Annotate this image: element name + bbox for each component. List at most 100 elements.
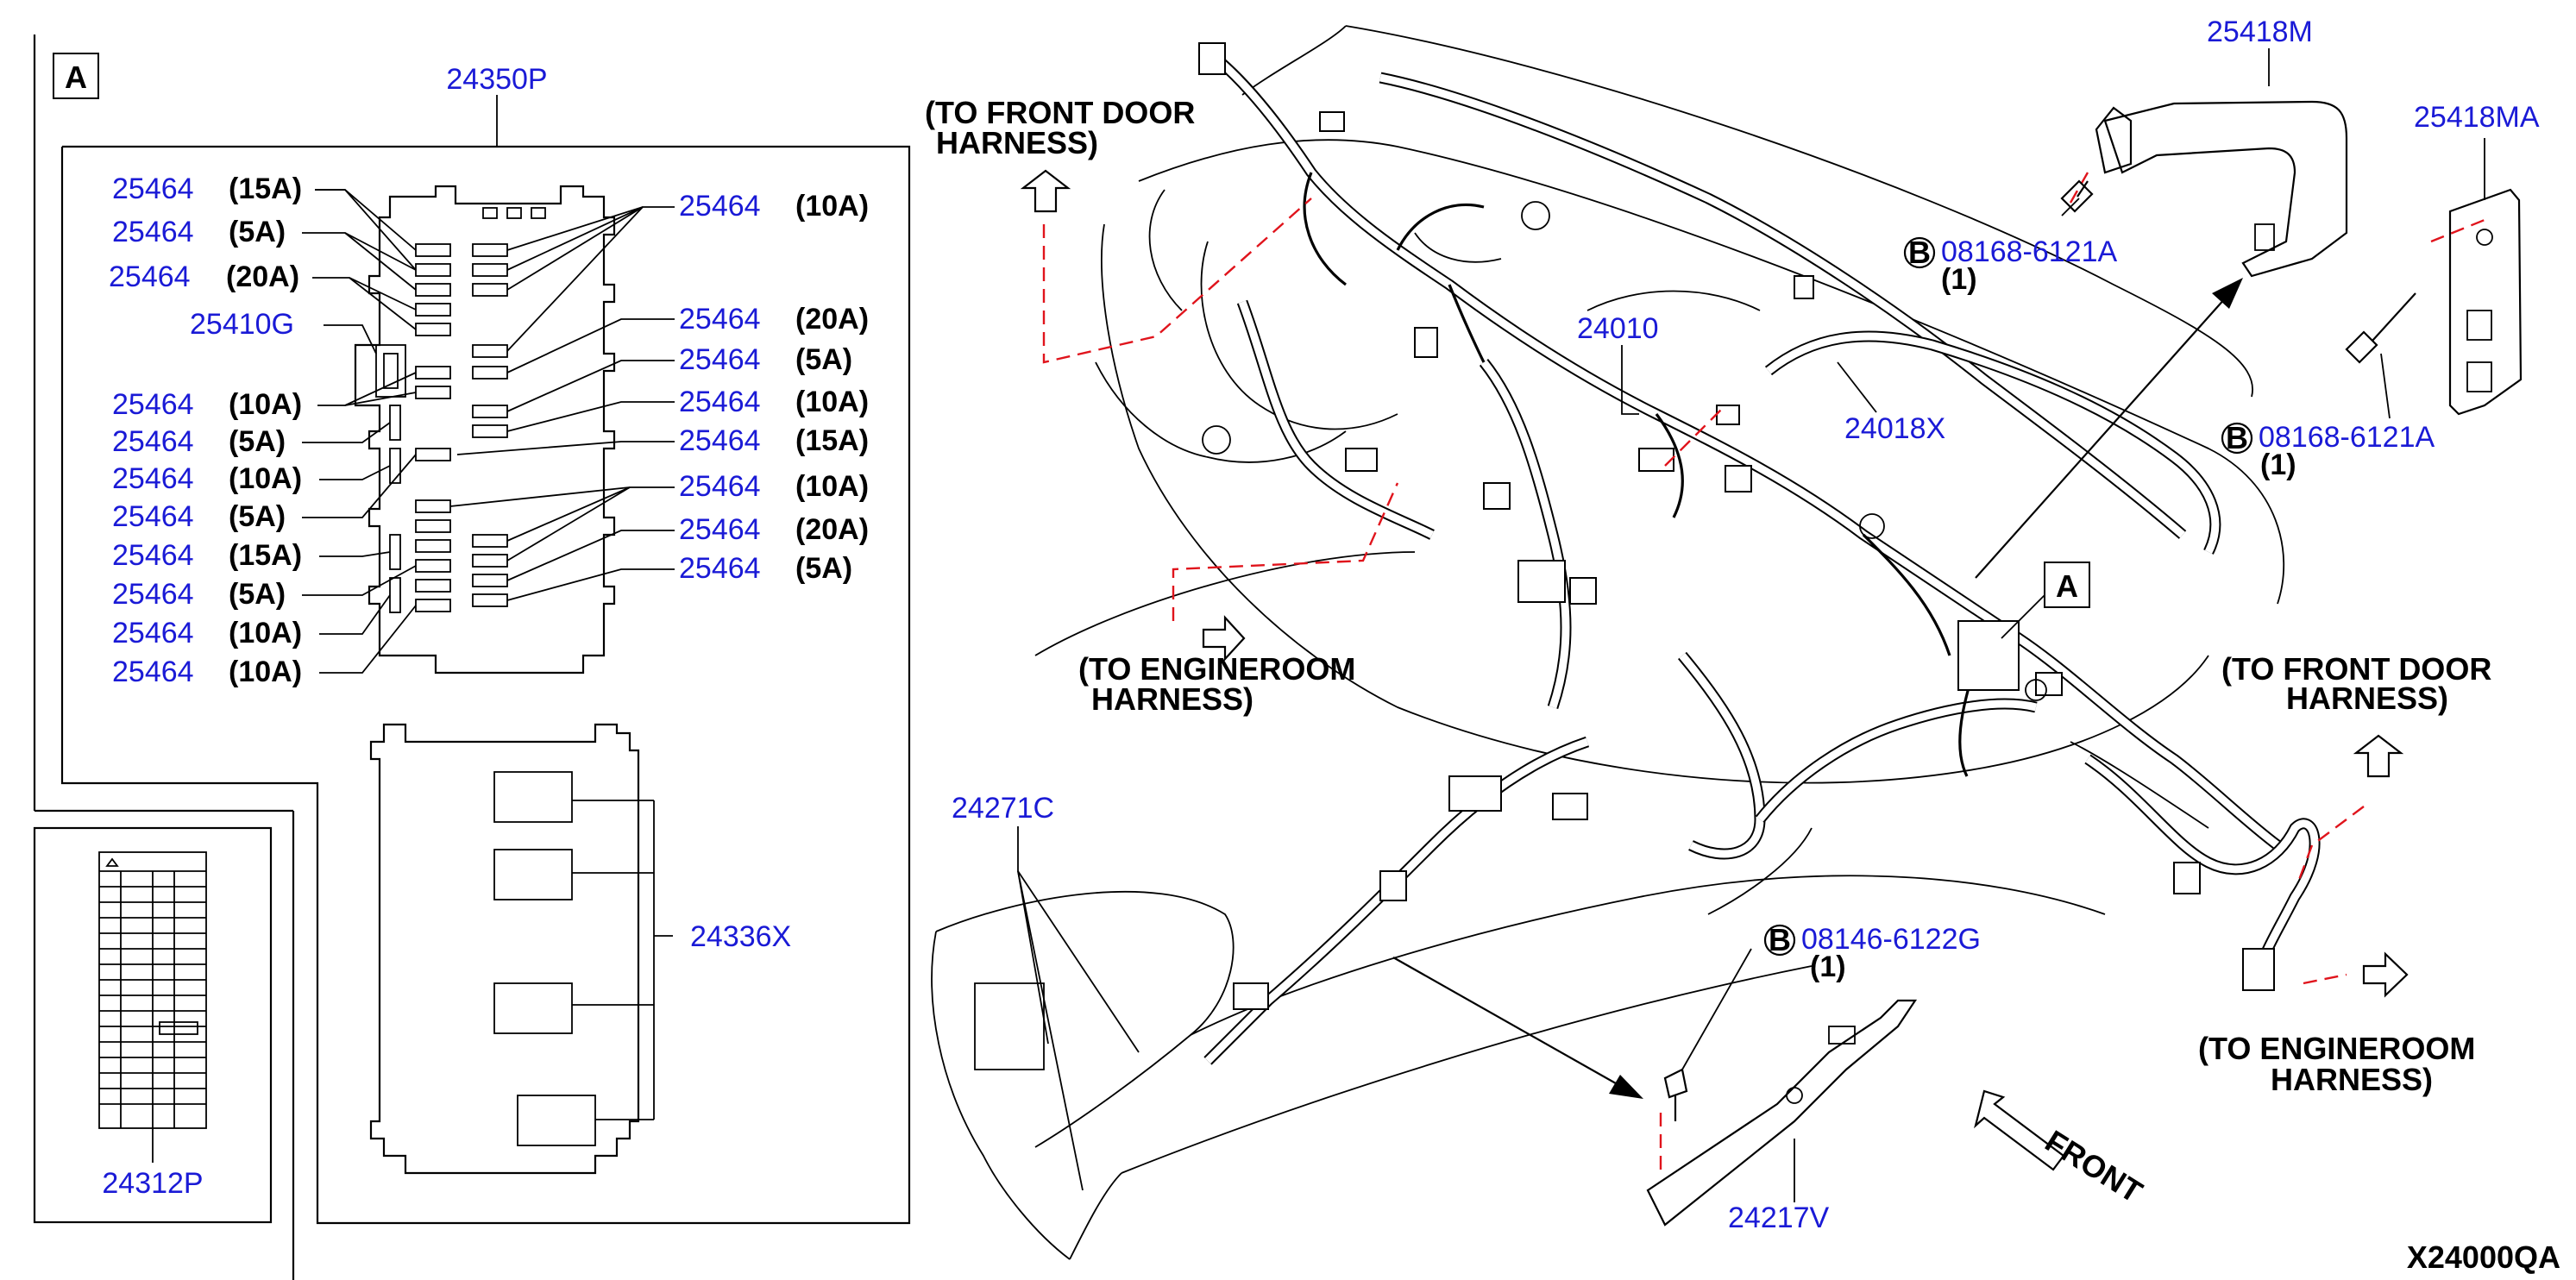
svg-text:B: B <box>1769 922 1791 957</box>
bolt-icon <box>2345 292 2416 364</box>
callout-24010: 24010 <box>1577 312 1659 345</box>
harness-connectors <box>1198 42 2275 1010</box>
view-marker-a: A <box>53 53 99 99</box>
fuse-part: 25464 <box>112 173 194 205</box>
relay-slots <box>493 771 673 1146</box>
fuse-rating: (20A) <box>795 513 869 546</box>
fuse-part: 25464 <box>679 424 761 457</box>
bolt-callout-3: B 08146-6122G (1) <box>1681 922 1981 1070</box>
label-card-grid <box>99 857 206 1128</box>
pointer-arrows <box>1392 278 2243 1099</box>
connector-routes <box>1042 172 2485 1173</box>
fuse-rating: (15A) <box>795 424 869 457</box>
relay-block-body <box>369 723 640 1175</box>
fuse-rating: (5A) <box>795 552 852 585</box>
svg-text:A: A <box>65 60 87 95</box>
bolt-icon <box>2060 179 2094 213</box>
dashboard-outline <box>931 25 2285 1260</box>
bolt-part-no: 08146-6122G <box>1801 923 1981 956</box>
fuse-part: 25464 <box>112 539 194 572</box>
left-fuse-labels: 25464 (15A) 25464 (5A) 25464 (20A) 25410… <box>109 173 302 688</box>
fuse-part: 25464 <box>112 617 194 649</box>
fuse-rating: (10A) <box>795 190 869 223</box>
fuse-part: 25464 <box>679 386 761 418</box>
diagram-code: X24000QA <box>2407 1239 2560 1275</box>
view-marker-a-drawing: A <box>2001 562 2090 639</box>
note-front-door-left-2: HARNESS) <box>936 125 1098 160</box>
fuse-part: 25464 <box>679 513 761 546</box>
arrow-up-icon <box>1020 169 1071 213</box>
relay-block-part-no: 24336X <box>690 920 791 953</box>
note-engine-room-right-2: HARNESS) <box>2271 1062 2433 1097</box>
fuse-part: 25464 <box>679 190 761 223</box>
fuse-block-body <box>354 185 616 675</box>
fuse-slots <box>389 243 508 613</box>
fuse-part: 25464 <box>112 656 194 688</box>
note-engine-room-left-2: HARNESS) <box>1091 681 1253 717</box>
svg-text:B: B <box>1908 235 1931 270</box>
bracket-24217v <box>1646 999 1918 1227</box>
svg-text:B: B <box>2226 420 2248 455</box>
bolts <box>1663 179 2416 1121</box>
fuse-rating: (5A) <box>229 500 286 533</box>
bolt-qty: (1) <box>1810 951 1846 983</box>
part-callouts: 24010 24018X 25418M 25418MA 24271C 24217… <box>952 16 2540 1234</box>
note-engine-room-right-1: (TO ENGINEROOM <box>2198 1031 2475 1066</box>
callout-25418m: 25418M <box>2207 16 2313 48</box>
fuse-part: 25464 <box>679 303 761 336</box>
bolt-part-no: 08168-6121A <box>2259 421 2435 454</box>
front-arrow-icon <box>1974 1089 2065 1171</box>
bolt-callout-1: B 08168-6121A (1) <box>1903 198 2118 296</box>
bolt-callout-2: B 08168-6121A (1) <box>2221 353 2435 481</box>
svg-text:A: A <box>2056 568 2078 604</box>
right-leader-lines <box>449 206 675 601</box>
fuse-rating: (20A) <box>795 303 869 336</box>
arrow-right-icon <box>1202 615 1246 662</box>
fuse-part: 25464 <box>679 343 761 376</box>
fuse-rating: (5A) <box>229 578 286 611</box>
fuse-rating: (10A) <box>229 462 302 495</box>
fuse-rating: (10A) <box>795 470 869 503</box>
note-front-door-right-1: (TO FRONT DOOR <box>2221 651 2491 687</box>
fuse-rating: (15A) <box>229 173 302 205</box>
bracket-25418m <box>2095 100 2348 278</box>
wiring-harness <box>1203 47 2321 1065</box>
fuse-rating: (10A) <box>229 388 302 421</box>
bolt-icon <box>1663 1068 1688 1121</box>
fuse-rating: (10A) <box>229 617 302 649</box>
fuse-part: 25464 <box>112 216 194 248</box>
note-front-door-left-1: (TO FRONT DOOR <box>925 95 1195 130</box>
fuse-rating: (20A) <box>226 260 299 293</box>
fuse-part: 25464 <box>109 260 191 293</box>
label-card-panel: 24312P <box>33 826 273 1224</box>
callout-24217v: 24217V <box>1728 1202 1830 1234</box>
left-leader-lines <box>302 189 417 674</box>
fuse-part: 25464 <box>679 470 761 503</box>
fuse-rating: (10A) <box>795 386 869 418</box>
callout-24271c: 24271C <box>952 792 1054 825</box>
frame-lines <box>33 35 295 1280</box>
fuse-part: 25464 <box>679 552 761 585</box>
fuse-part: 25464 <box>112 462 194 495</box>
fuse-block-part-no: 24350P <box>446 63 547 96</box>
fuse-part: 25464 <box>112 578 194 611</box>
bracket-25418ma <box>2448 188 2523 416</box>
arrow-up-icon <box>2353 734 2404 778</box>
bolt-qty: (1) <box>1941 263 1977 296</box>
fuse-part: 25464 <box>112 388 194 421</box>
note-engine-room-left-1: (TO ENGINEROOM <box>1078 651 1355 687</box>
fuse-rating: (15A) <box>229 539 302 572</box>
fuse-rating: (10A) <box>229 656 302 688</box>
note-front-door-right-2: HARNESS) <box>2286 681 2448 716</box>
bolt-part-no: 08168-6121A <box>1941 235 2118 268</box>
fuse-rating: (5A) <box>229 425 286 458</box>
direction-arrows <box>1020 169 2409 1171</box>
fuse-rating: (5A) <box>229 216 286 248</box>
fuse-part: 25464 <box>112 500 194 533</box>
label-card-part-no: 24312P <box>102 1167 203 1200</box>
fuse-part: 25464 <box>112 425 194 458</box>
right-fuse-labels: 25464 (10A) 25464 (20A) 25464 (5A) 25464… <box>679 190 869 585</box>
callout-24018x: 24018X <box>1844 412 1945 445</box>
fuse-part: 25410G <box>190 308 294 341</box>
